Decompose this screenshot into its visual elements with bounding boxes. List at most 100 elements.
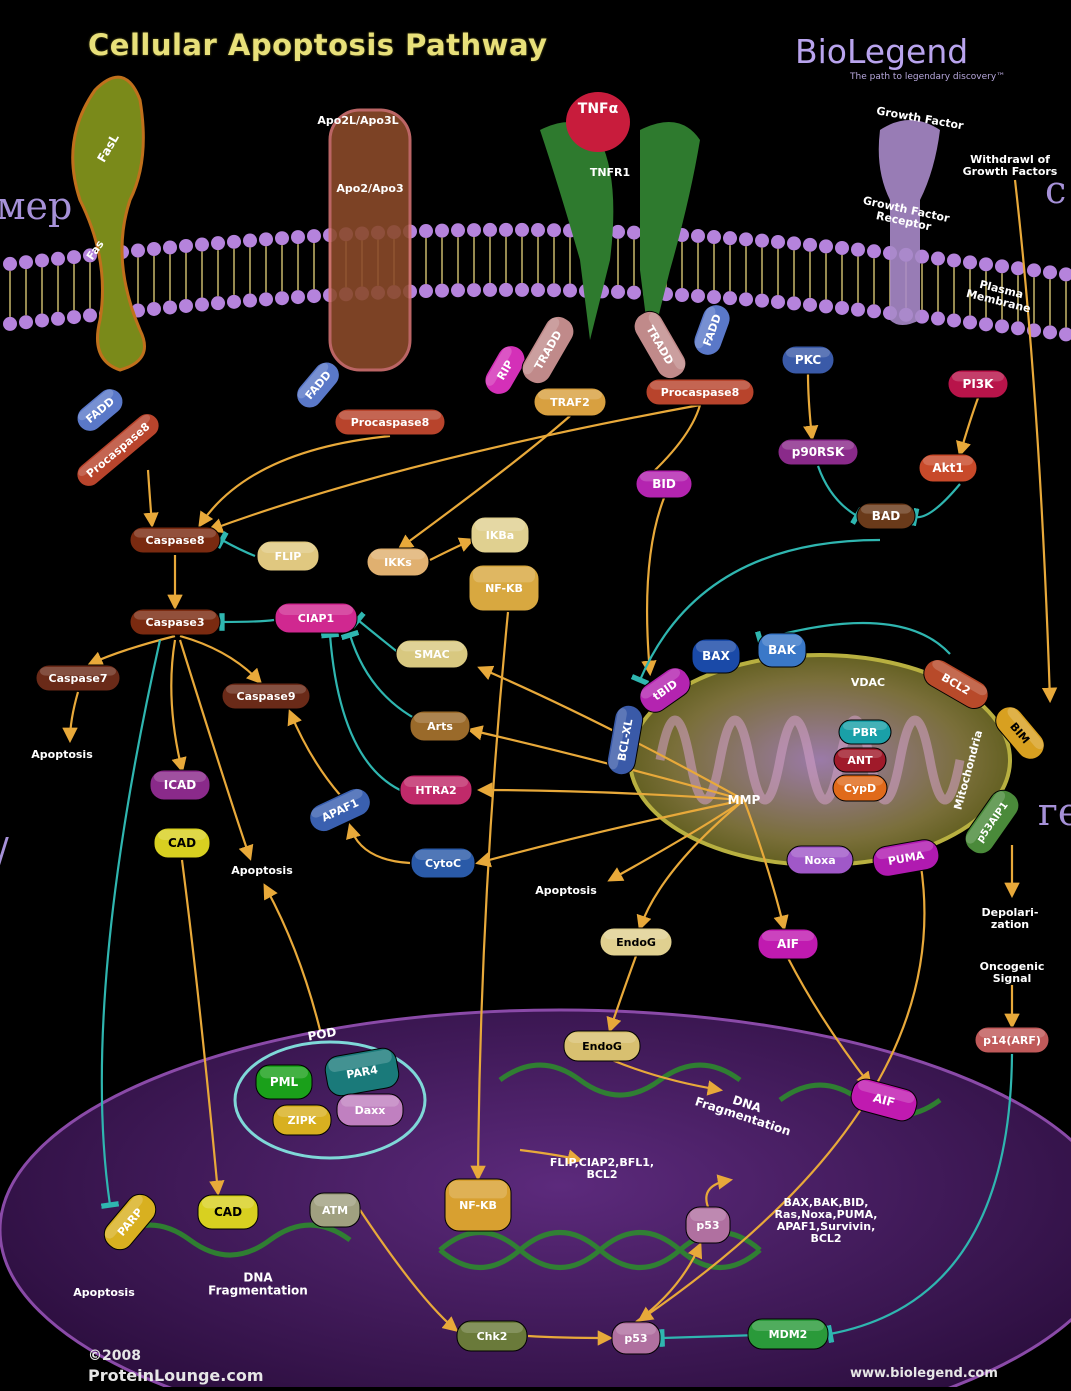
cytoc-node: CytoC: [411, 848, 475, 878]
apoptosis2-label: Apoptosis: [231, 864, 293, 877]
svg-text:CAD: CAD: [168, 836, 196, 850]
svg-text:Arts: Arts: [427, 720, 453, 733]
svg-text:IKBa: IKBa: [486, 529, 514, 542]
overlay-text-right-mid: ге: [1038, 790, 1071, 834]
nfkb-node: NF-KB: [469, 565, 539, 611]
tnfa-label: TNFα: [578, 101, 619, 117]
tradd2-node: TRADD: [629, 306, 691, 383]
svg-text:p90RSK: p90RSK: [792, 445, 845, 459]
svg-text:Caspase8: Caspase8: [145, 534, 204, 547]
apo-receptor-shape: [330, 110, 410, 370]
overlay-text-left-mid: /: [0, 830, 9, 874]
caspase3-node: Caspase3: [130, 609, 220, 635]
svg-text:FLIP: FLIP: [275, 550, 302, 563]
inhibition-arrow: [330, 635, 400, 790]
apoptosis3-label: Apoptosis: [535, 884, 597, 897]
bad-node: BAD: [857, 503, 915, 529]
svg-text:TNFα: TNFα: [578, 101, 619, 117]
activation-arrow: [350, 826, 410, 863]
icad-node: ICAD: [150, 770, 210, 800]
cad-node: CAD: [154, 828, 210, 858]
procasp8-3-node: Procaspase8: [646, 379, 754, 405]
caspase8-node: Caspase8: [130, 527, 220, 553]
inhibition-arrow: [358, 620, 400, 654]
apo2l-label: Apo2L/Apo3L: [317, 114, 398, 127]
zipk-node: ZIPK: [273, 1105, 331, 1135]
svg-text:Growth Factors: Growth Factors: [963, 165, 1058, 178]
svg-text:BID: BID: [652, 477, 676, 491]
activation-arrow: [808, 374, 812, 438]
svg-text:NF-KB: NF-KB: [459, 1199, 497, 1212]
htra2-node: HTRA2: [400, 775, 472, 805]
svg-text:Noxa: Noxa: [804, 854, 835, 867]
fadd1-node: FADD: [72, 383, 129, 436]
overlay-text-right-top: с: [1045, 168, 1066, 212]
svg-text:Akt1: Akt1: [932, 461, 963, 475]
overlay-text-left-top: мер: [0, 184, 72, 228]
p14arf-node: p14(ARF): [975, 1027, 1049, 1053]
activation-arrow: [290, 712, 340, 795]
svg-text:Chk2: Chk2: [477, 1330, 508, 1343]
aif1-node: AIF: [758, 929, 818, 959]
svg-text:PML: PML: [270, 1075, 299, 1089]
inhibition-arrow: [222, 620, 274, 622]
svg-text:p14(ARF): p14(ARF): [983, 1034, 1041, 1047]
caspase7-node: Caspase7: [36, 665, 120, 691]
atm-node: ATM: [310, 1193, 360, 1227]
apaf1-node: APAF1: [305, 784, 375, 836]
copyright-source: ProteinLounge.com: [88, 1366, 263, 1385]
fadd3-node: FADD: [690, 301, 734, 359]
noxa-node: Noxa: [787, 846, 853, 874]
tnfr1-label: TNFR1: [590, 166, 630, 179]
svg-text:ATM: ATM: [322, 1204, 348, 1217]
svg-text:Apoptosis: Apoptosis: [73, 1286, 135, 1299]
svg-text:p53: p53: [696, 1219, 719, 1232]
svg-text:BAK: BAK: [768, 643, 796, 657]
svg-text:BCL2: BCL2: [586, 1168, 617, 1181]
svg-text:DNA: DNA: [243, 1271, 273, 1285]
copyright-year: ©2008: [88, 1348, 141, 1364]
tradd1-node: TRADD: [517, 311, 579, 388]
svg-text:Signal: Signal: [993, 972, 1032, 985]
pml-node: PML: [256, 1065, 312, 1099]
mdm2-node: MDM2: [748, 1319, 828, 1349]
activation-arrow: [210, 405, 700, 530]
arts-node: Arts: [410, 711, 470, 741]
p53a-node: p53: [686, 1207, 730, 1243]
endog2-node: EndoG: [564, 1031, 640, 1061]
vdac-label: VDAC: [851, 676, 885, 689]
nfkb2-node: NF-KB: [445, 1179, 511, 1231]
activation-arrow: [265, 886, 320, 1030]
svg-text:p53: p53: [624, 1332, 647, 1345]
chk2-node: Chk2: [457, 1321, 527, 1351]
svg-text:IKKs: IKKs: [384, 556, 412, 569]
page-title: Cellular Apoptosis Pathway: [88, 28, 548, 62]
svg-text:CypD: CypD: [844, 782, 876, 795]
svg-text:Daxx: Daxx: [355, 1104, 386, 1117]
activation-arrow: [430, 540, 472, 560]
svg-text:Caspase3: Caspase3: [145, 616, 204, 629]
svg-text:ZIPK: ZIPK: [288, 1114, 317, 1127]
ikba-node: IKBa: [471, 517, 529, 553]
pbr-node: PBR: [839, 720, 891, 744]
svg-text:Procaspase8: Procaspase8: [661, 386, 740, 399]
svg-text:ICAD: ICAD: [164, 778, 197, 792]
svg-text:BCL2: BCL2: [810, 1232, 841, 1245]
caspase9-node: Caspase9: [222, 683, 310, 709]
pkc-node: PKC: [782, 346, 834, 374]
inhibition-arrow: [818, 466, 857, 516]
flip-node: FLIP: [257, 541, 319, 571]
svg-text:Caspase7: Caspase7: [48, 672, 107, 685]
svg-text:PBR: PBR: [853, 726, 878, 739]
svg-text:MDM2: MDM2: [769, 1328, 808, 1341]
website-link: www.biolegend.com: [850, 1366, 998, 1381]
svg-text:NF-KB: NF-KB: [485, 582, 523, 595]
svg-text:zation: zation: [991, 918, 1029, 931]
svg-text:CIAP1: CIAP1: [298, 612, 334, 625]
svg-text:BAX: BAX: [702, 649, 730, 663]
svg-text:ANT: ANT: [847, 754, 873, 767]
apoptosis4-label: Apoptosis: [73, 1286, 135, 1299]
